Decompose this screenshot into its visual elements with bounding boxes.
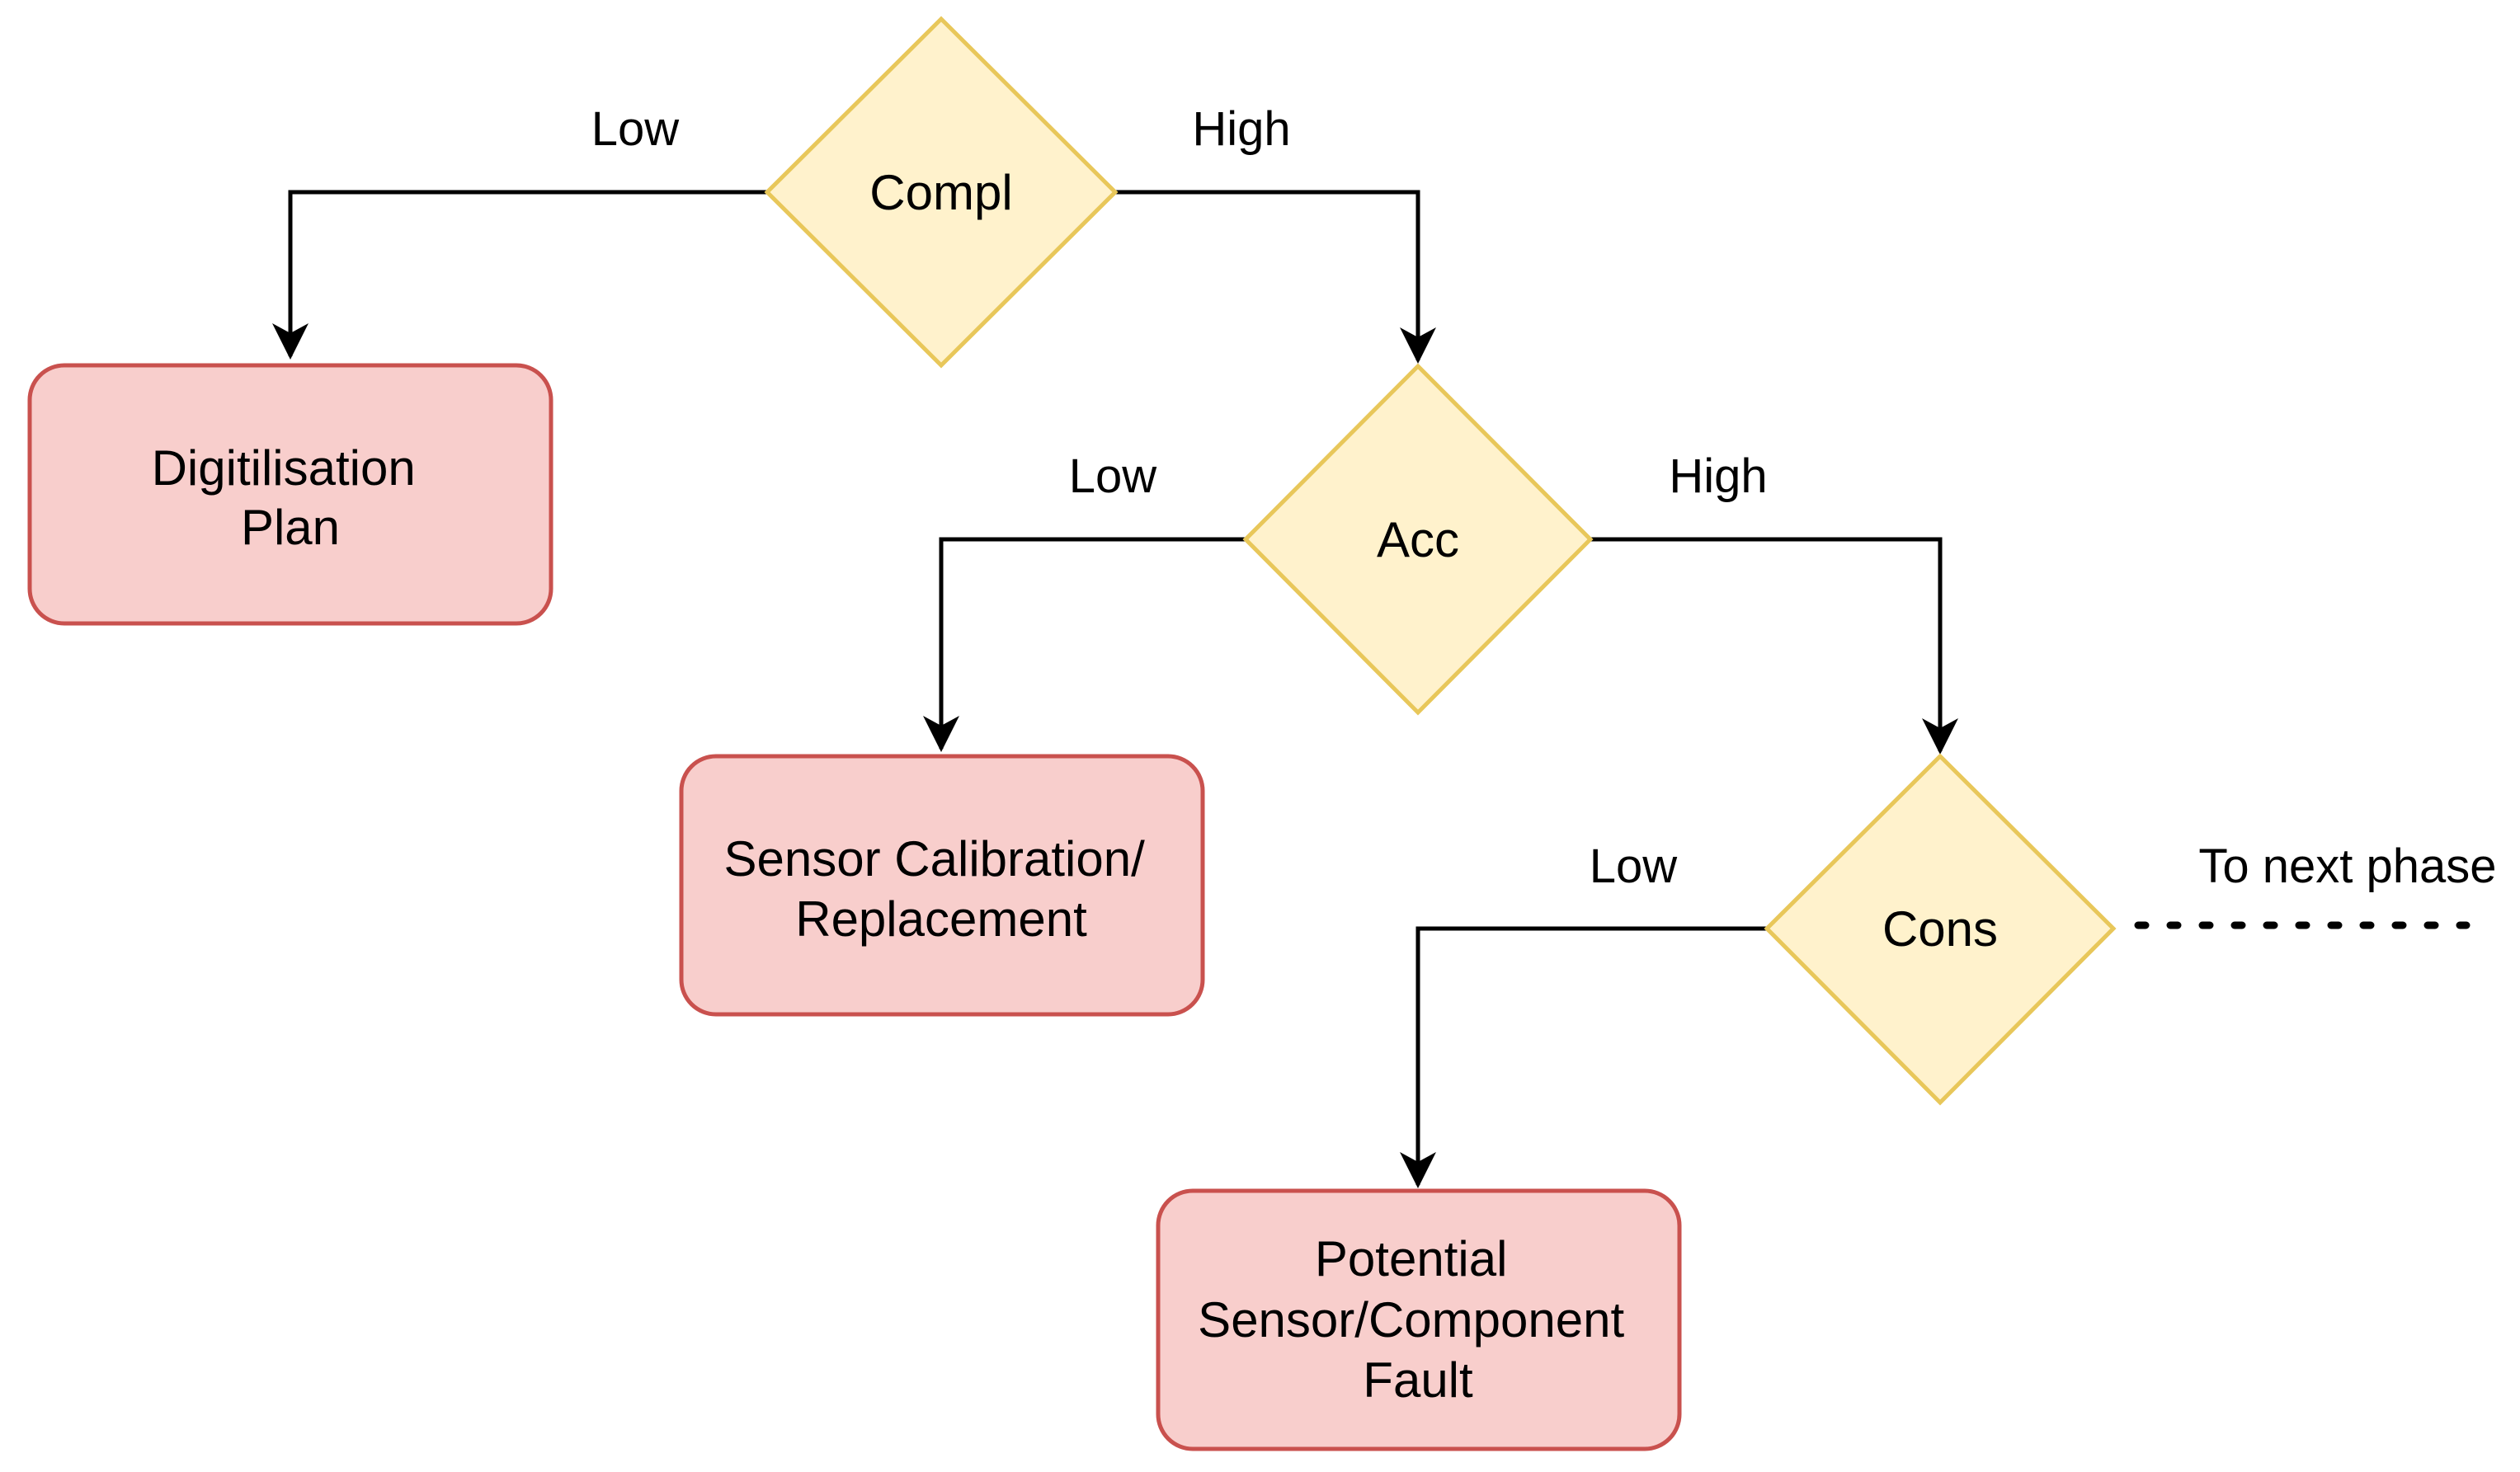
outcome-box <box>679 754 1205 1017</box>
outcome-label-line-1: Potential <box>1315 1231 1508 1286</box>
decision-diamond <box>764 16 1119 369</box>
edge-acc-low <box>923 537 1246 752</box>
outcome-box <box>27 363 553 626</box>
edge-label-acc-low: Low <box>1069 449 1158 503</box>
decision-compl[interactable]: Compl <box>764 16 1119 369</box>
decision-diamond <box>1242 363 1594 716</box>
edge-label-compl-high: High <box>1192 102 1290 156</box>
outcome-label: Digitilisation Plan <box>152 440 430 555</box>
decision-label: Compl <box>869 165 1012 220</box>
edge-label-next-phase: To next phase <box>2198 839 2496 893</box>
outcome-label: Potential Sensor/Component Fault <box>1198 1231 1638 1408</box>
outcome-label-line-3: Fault <box>1363 1352 1473 1408</box>
edge-label-compl-low: Low <box>591 102 681 156</box>
outcome-potential-fault[interactable]: Potential Sensor/Component Fault <box>1156 1188 1682 1451</box>
outcome-label-line-2: Sensor/Component <box>1198 1292 1624 1347</box>
connectors <box>272 190 2471 1188</box>
decision-label: Cons <box>1882 901 1998 957</box>
outcome-label-line-2: Plan <box>241 500 340 555</box>
decision-diamond <box>1764 753 2117 1106</box>
edge-label-acc-high: High <box>1669 449 1767 503</box>
decision-acc[interactable]: Acc <box>1242 363 1594 716</box>
edge-compl-high <box>1115 190 1436 364</box>
outcome-digitilisation-plan[interactable]: Digitilisation Plan <box>27 363 553 626</box>
decision-cons[interactable]: Cons <box>1764 753 2117 1106</box>
outcome-label-line-1: Digitilisation <box>152 440 416 496</box>
outcome-sensor-calibration[interactable]: Sensor Calibration/ Replacement <box>679 754 1205 1017</box>
edge-label-cons-low: Low <box>1590 839 1679 893</box>
outcome-box <box>1156 1188 1682 1451</box>
edge-cons-low <box>1400 926 1767 1188</box>
outcome-label: Sensor Calibration/ Replacement <box>724 831 1159 947</box>
outcome-label-line-2: Replacement <box>795 891 1087 947</box>
outcome-label-line-1: Sensor Calibration/ <box>724 831 1146 886</box>
decision-label: Acc <box>1377 512 1459 567</box>
edge-compl-low <box>272 190 767 360</box>
edge-acc-high <box>1590 537 1958 755</box>
